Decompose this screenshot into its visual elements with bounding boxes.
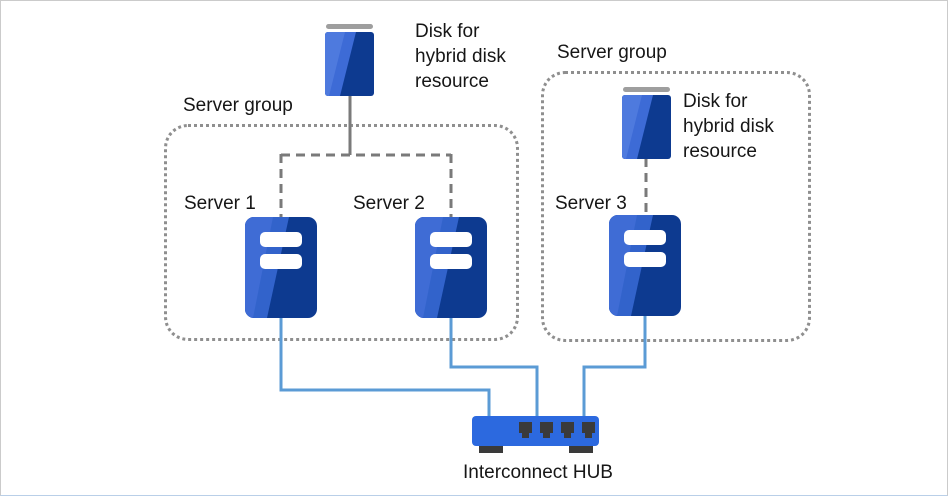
server3-hub-wire	[582, 315, 647, 417]
server-slot-bar	[624, 252, 666, 267]
disk-lid	[623, 87, 670, 92]
server-slot-bar	[260, 254, 302, 269]
server-icon	[609, 215, 681, 316]
disk-icon	[622, 87, 671, 159]
server-group-2-label: Server group	[557, 42, 667, 63]
ethernet-port-icon	[540, 422, 553, 438]
server-slot-bar	[430, 254, 472, 269]
interconnect-hub-label: Interconnect HUB	[463, 462, 613, 483]
disk-body	[325, 32, 374, 96]
server-slot-bar	[624, 230, 666, 245]
ethernet-port-icon	[519, 422, 532, 438]
disk-icon	[325, 24, 374, 96]
hub-body	[472, 416, 599, 446]
ethernet-port-icon	[582, 422, 595, 438]
hub-ports	[519, 422, 595, 438]
server-icon	[415, 217, 487, 318]
server-2-label: Server 2	[353, 193, 425, 214]
server-slot-bar	[260, 232, 302, 247]
server-icon	[245, 217, 317, 318]
server-slot-bar	[430, 232, 472, 247]
server-group-1-label: Server group	[183, 95, 293, 116]
hub-icon	[472, 416, 599, 453]
hub-foot	[569, 442, 593, 453]
server-group-2-boundary	[541, 71, 811, 342]
server-1-label: Server 1	[184, 193, 256, 214]
server1-hub-wire	[279, 317, 491, 417]
server-3-label: Server 3	[555, 193, 627, 214]
disk-body	[622, 95, 671, 159]
disk-1-label: Disk for hybrid disk resource	[415, 21, 506, 92]
ethernet-port-icon	[561, 422, 574, 438]
server2-hub-wire	[449, 317, 539, 417]
hub-foot	[479, 442, 503, 453]
disk-2-label: Disk for hybrid disk resource	[683, 91, 774, 162]
server-group-1-boundary	[164, 124, 519, 341]
disk-lid	[326, 24, 373, 29]
